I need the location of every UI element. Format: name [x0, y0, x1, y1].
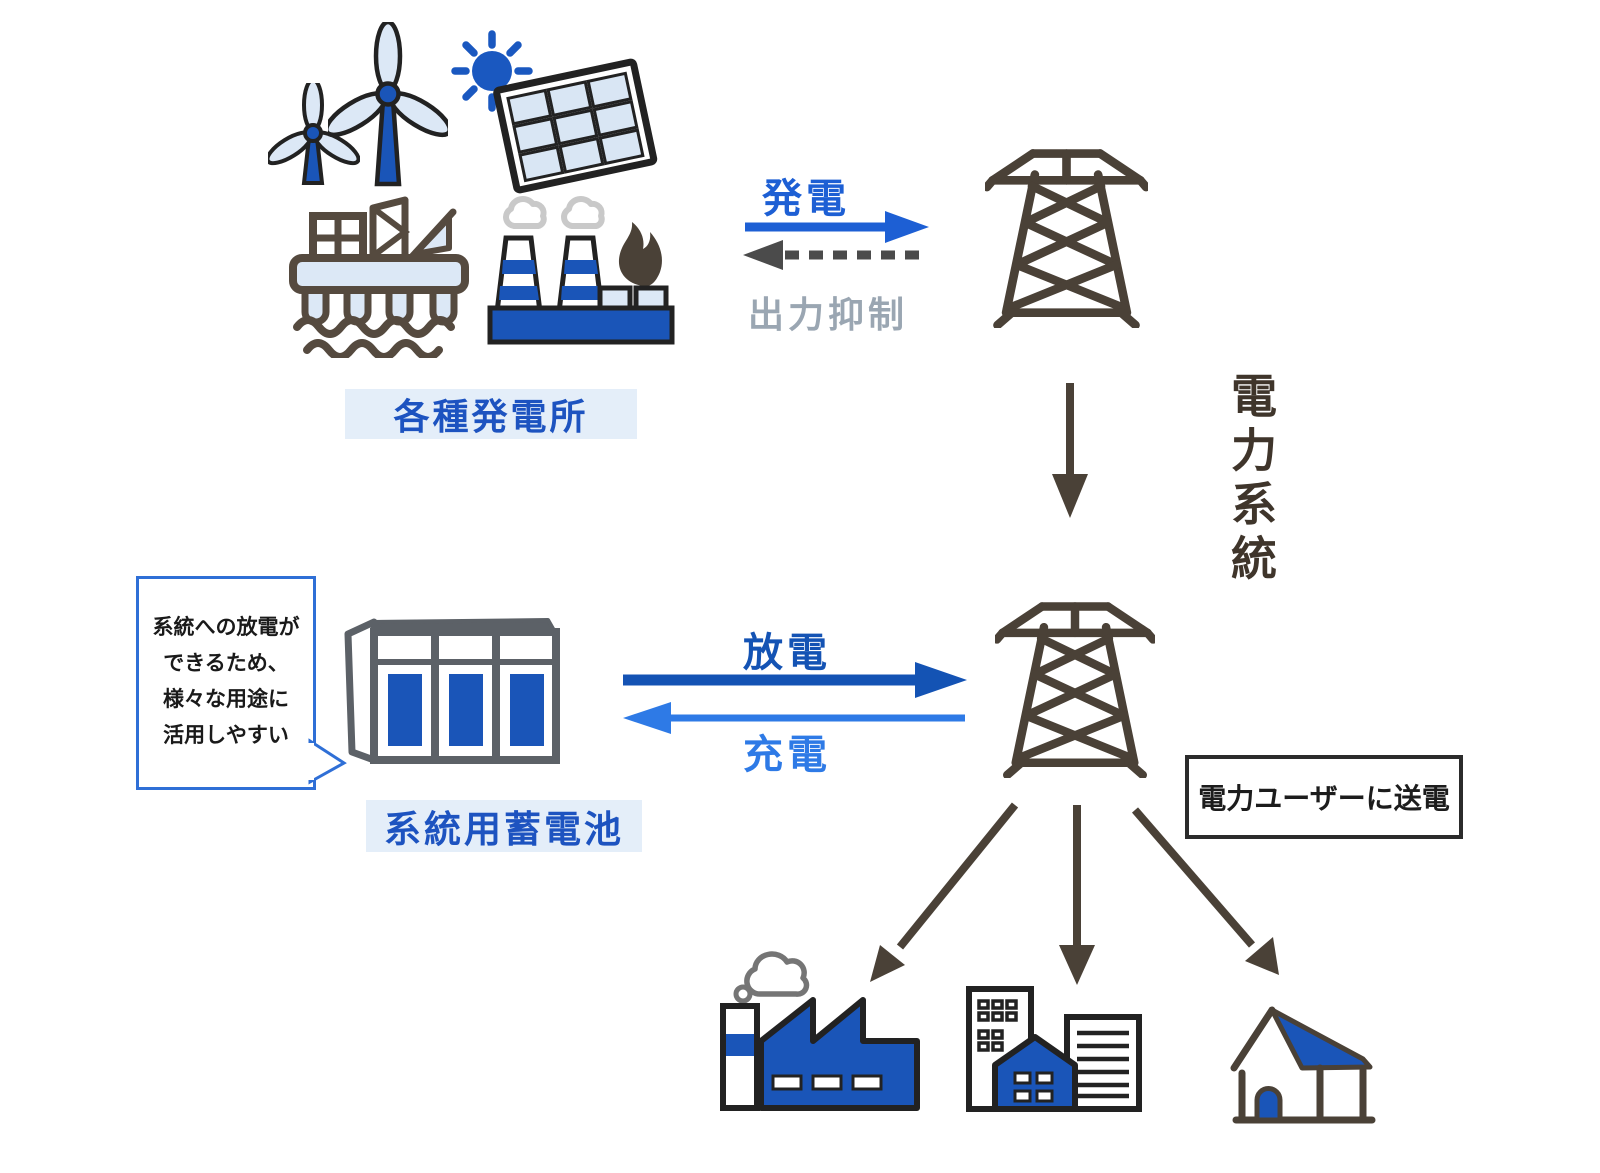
grid-system-label: 電力系統 [1225, 372, 1277, 588]
power-plants-group: 各種発電所 [0, 0, 700, 450]
generation-label: 発電 [762, 177, 850, 221]
grid-down-arrow [1052, 383, 1088, 518]
charge-label: 充電 [743, 733, 831, 777]
bubble-line: 様々な用途に [163, 688, 289, 711]
discharge-label: 放電 [743, 631, 831, 675]
offshore-platform-icon [289, 196, 469, 358]
thermal-plant-icon [487, 196, 675, 345]
solar-panel-icon [493, 58, 658, 194]
discharge-charge-arrows [623, 662, 967, 734]
battery-label: 系統用蓄電池 [366, 800, 642, 852]
battery-note-bubble: 系統への放電が できるため、 様々な用途に 活用しやすい [136, 576, 316, 790]
wind-turbine-small-icon [268, 83, 360, 185]
bubble-line: 系統への放電が [152, 616, 300, 639]
generation-curtailment-arrows [743, 211, 929, 270]
office-buildings-icon [966, 986, 1142, 1112]
curtailment-label: 出力抑制 [748, 294, 909, 335]
bubble-line: 活用しやすい [163, 724, 289, 747]
distribution-arrows [870, 802, 1279, 985]
grid-battery-icon [344, 618, 560, 764]
transmission-tower-lower-icon [995, 602, 1155, 778]
bubble-line: できるため、 [163, 652, 289, 675]
plants-label: 各種発電所 [345, 389, 637, 439]
transmission-tower-upper-icon [985, 149, 1148, 328]
power-users-box: 電力ユーザーに送電 [1185, 755, 1463, 839]
bubble-tail [308, 738, 347, 785]
house-icon [1230, 1006, 1376, 1124]
wind-turbine-large-icon [328, 22, 448, 187]
factory-icon [720, 951, 920, 1111]
